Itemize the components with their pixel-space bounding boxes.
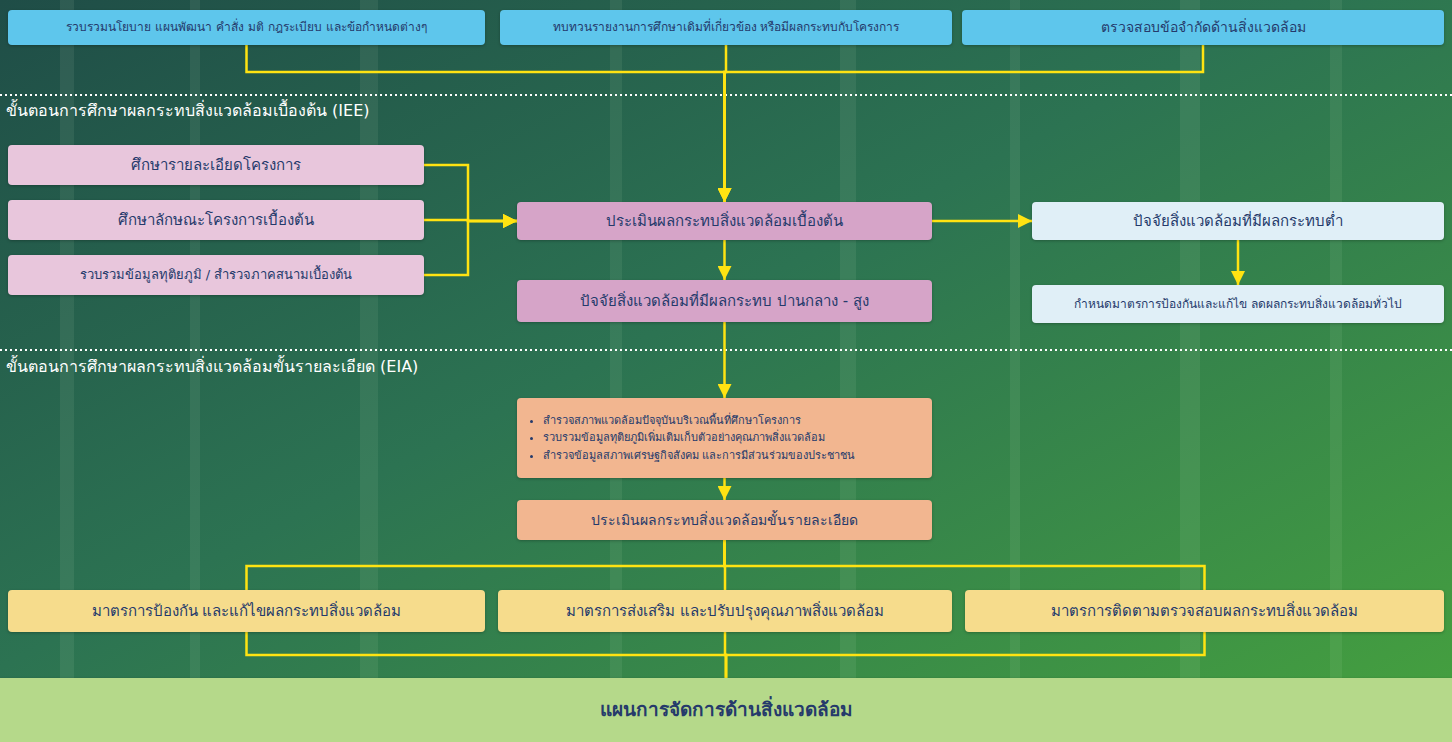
impact-box: ปัจจัยสิ่งแวดล้อมที่มีผลกระทบต่ำ <box>1032 202 1444 240</box>
assessment-box: ประเมินผลกระทบสิ่งแวดล้อมเบื้องต้น <box>517 202 932 240</box>
node-text: ประเมินผลกระทบสิ่งแวดล้อมขั้นรายละเอียด <box>527 511 922 530</box>
flow-connector <box>424 221 517 275</box>
study-box: ศึกษาลักษณะโครงการเบื้องต้น <box>8 200 424 240</box>
node-text: มาตรการส่งเสริม และปรับปรุงคุณภาพสิ่งแวด… <box>508 601 942 621</box>
study-box: รวบรวมข้อมูลทุติยภูมิ / สำรวจภาคสนามเบื้… <box>8 255 424 295</box>
bullet-list: สำรวจสภาพแวดล้อมปัจจุบันบริเวณพื้นที่ศึก… <box>527 412 922 465</box>
bullet-text: สำรวจสภาพแวดล้อมปัจจุบันบริเวณพื้นที่ศึก… <box>543 412 922 430</box>
node-text: กำหนดมาตรการป้องกันและแก้ไข ลดผลกระทบสิ่… <box>1042 296 1434 312</box>
bullet-text: รวบรวมข้อมูลทุติยภูมิเพิ่มเติมเก็บตัวอย่… <box>543 429 922 447</box>
survey-box: สำรวจสภาพแวดล้อมปัจจุบันบริเวณพื้นที่ศึก… <box>517 398 932 478</box>
node-text: มาตรการติดตามตรวจสอบผลกระทบสิ่งแวดล้อม <box>975 601 1434 621</box>
input-box: ทบทวนรายงานการศึกษาเดิมที่เกี่ยวข้อง หรื… <box>500 10 952 45</box>
measure-box: กำหนดมาตรการป้องกันและแก้ไข ลดผลกระทบสิ่… <box>1032 285 1444 323</box>
measure-box: มาตรการส่งเสริม และปรับปรุงคุณภาพสิ่งแวด… <box>498 590 952 632</box>
plan-box: แผนการจัดการด้านสิ่งแวดล้อม <box>0 678 1452 742</box>
study-box: ศึกษารายละเอียดโครงการ <box>8 145 424 185</box>
flow-connector <box>725 45 1204 202</box>
flow-connector <box>424 165 517 221</box>
input-box: ตรวจสอบข้อจำกัดด้านสิ่งแวดล้อม <box>962 10 1444 45</box>
section-heading: ขั้นตอนการศึกษาผลกระทบสิ่งแวดล้อมเบื้องต… <box>6 98 370 123</box>
flow-connector <box>932 220 1032 223</box>
measure-box: มาตรการป้องกัน และแก้ไขผลกระทบสิ่งแวดล้อ… <box>8 590 485 632</box>
node-text: รวบรวมนโยบาย แผนพัฒนา คำสั่ง มติ กฎระเบี… <box>18 19 475 35</box>
flow-connector <box>726 632 1205 678</box>
node-text: แผนการจัดการด้านสิ่งแวดล้อม <box>10 697 1442 723</box>
node-text: ปัจจัยสิ่งแวดล้อมที่มีผลกระทบต่ำ <box>1042 211 1434 231</box>
node-text: ตรวจสอบข้อจำกัดด้านสิ่งแวดล้อม <box>972 18 1434 37</box>
flow-connector <box>247 632 727 678</box>
section-heading: ขั้นตอนการศึกษาผลกระทบสิ่งแวดล้อมขั้นราย… <box>6 354 418 379</box>
flow-connector <box>1237 240 1240 285</box>
node-text: มาตรการป้องกัน และแก้ไขผลกระทบสิ่งแวดล้อ… <box>18 601 475 621</box>
assessment-box: ประเมินผลกระทบสิ่งแวดล้อมขั้นรายละเอียด <box>517 500 932 540</box>
node-text: ศึกษารายละเอียดโครงการ <box>18 155 414 175</box>
node-text: ปัจจัยสิ่งแวดล้อมที่มีผลกระทบ ปานกลาง - … <box>527 291 922 311</box>
node-text: ทบทวนรายงานการศึกษาเดิมที่เกี่ยวข้อง หรื… <box>510 19 942 35</box>
node-text: ศึกษาลักษณะโครงการเบื้องต้น <box>18 210 414 230</box>
flow-connector <box>723 478 726 500</box>
node-text: รวบรวมข้อมูลทุติยภูมิ / สำรวจภาคสนามเบื้… <box>18 266 414 284</box>
input-box: รวบรวมนโยบาย แผนพัฒนา คำสั่ง มติ กฎระเบี… <box>8 10 485 45</box>
measure-box: มาตรการติดตามตรวจสอบผลกระทบสิ่งแวดล้อม <box>965 590 1444 632</box>
flow-connector <box>725 540 1205 590</box>
impact-box: ปัจจัยสิ่งแวดล้อมที่มีผลกระทบ ปานกลาง - … <box>517 280 932 322</box>
bullet-text: สำรวจข้อมูลสภาพเศรษฐกิจสังคม และการมีส่ว… <box>543 447 922 465</box>
flow-connector <box>723 240 726 280</box>
flow-connector <box>247 540 725 590</box>
flow-connector <box>723 322 726 398</box>
node-text: ประเมินผลกระทบสิ่งแวดล้อมเบื้องต้น <box>527 211 922 231</box>
